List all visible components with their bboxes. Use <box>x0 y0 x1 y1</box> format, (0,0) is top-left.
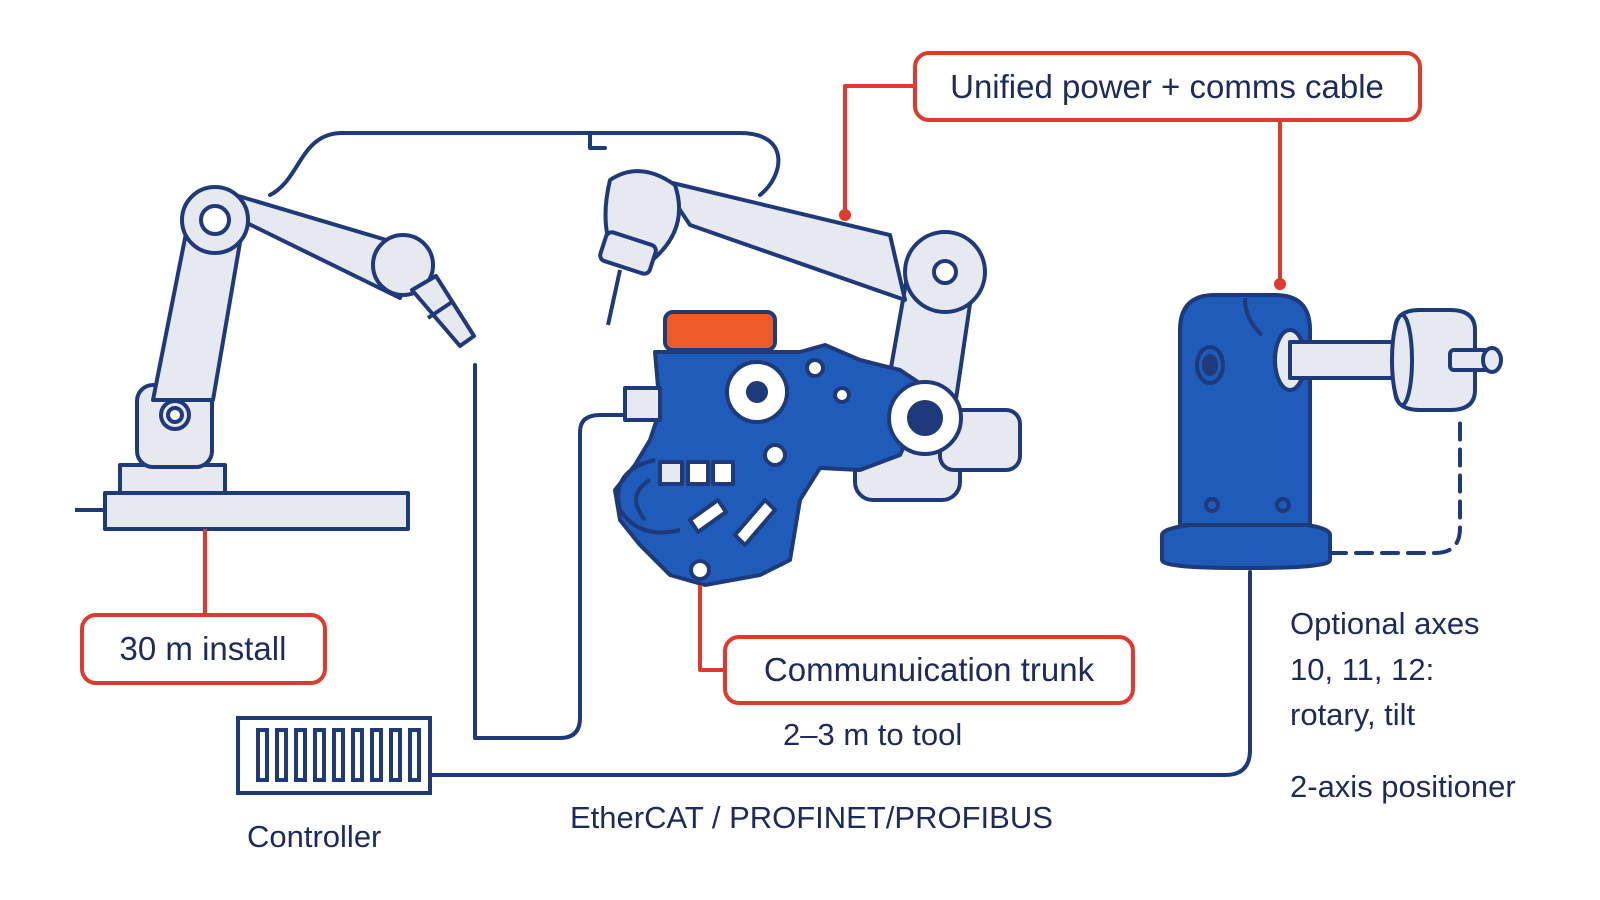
unified-cable-label: Unified power + comms cable <box>950 68 1384 105</box>
unified-cable-path <box>268 131 781 197</box>
controller-label: Controller <box>247 819 381 854</box>
callout-comm-trunk: Communuication trunk <box>723 635 1135 705</box>
callout-install: 30 m install <box>80 613 327 685</box>
optional-axes-line1: Optional axes <box>1290 606 1480 641</box>
leader-unified-cable <box>843 84 915 213</box>
controller-slots <box>256 728 421 782</box>
fieldbus-label: EtherCAT / PROFINET/PROFIBUS <box>570 800 1053 835</box>
callout-unified-cable: Unified power + comms cable <box>913 51 1422 122</box>
controller-cabinet-icon <box>236 716 432 795</box>
optional-axes-line3: rotary, tilt <box>1290 697 1416 732</box>
callout-leaders <box>203 84 1286 672</box>
controller-to-tool-cable <box>473 413 652 740</box>
optional-axis-dashed-link <box>1328 413 1462 555</box>
left-robot-arm-icon <box>75 185 476 531</box>
cable-network <box>268 131 1252 777</box>
install-label: 30 m install <box>120 630 287 667</box>
welding-tool-head-icon <box>613 310 963 587</box>
leader-comm-trunk <box>698 585 725 672</box>
controller-to-positioner-cable <box>428 570 1252 777</box>
optional-axes-line2: 10, 11, 12: <box>1290 652 1434 687</box>
cable-clip <box>588 131 607 150</box>
rotary-positioner-icon <box>1160 293 1503 570</box>
comm-trunk-label: Communuication trunk <box>764 651 1095 688</box>
tool-distance-label: 2–3 m to tool <box>783 717 962 752</box>
positioner-label: 2-axis positioner <box>1290 769 1516 804</box>
